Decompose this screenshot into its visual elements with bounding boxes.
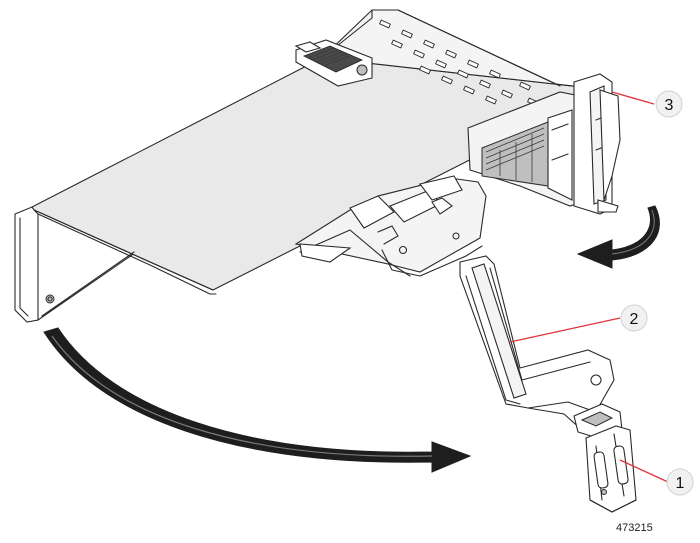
leader-line-2: [509, 317, 621, 343]
card-retainer-latch: [294, 39, 373, 87]
riser-card-panel: [14, 57, 593, 323]
leader-line-3: [611, 91, 655, 105]
figure-number: 473215: [616, 522, 653, 534]
callout-2-label: 2: [630, 311, 639, 328]
callout-3: 3: [655, 90, 683, 118]
bracket-arm: [459, 255, 615, 431]
callout-2: 2: [620, 304, 648, 332]
bottom-latch-hinge: [573, 403, 637, 513]
rotation-arrow-small: [576, 205, 660, 269]
rotation-arrow-large: [43, 327, 472, 473]
callout-1-label: 1: [676, 475, 685, 492]
pcie-slot-connectors: [467, 91, 591, 207]
callout-1: 1: [666, 468, 694, 496]
rear-bracket: [573, 73, 621, 215]
leader-line-1: [619, 459, 669, 483]
callout-3-label: 3: [665, 97, 674, 114]
riser-plate: [294, 175, 487, 277]
